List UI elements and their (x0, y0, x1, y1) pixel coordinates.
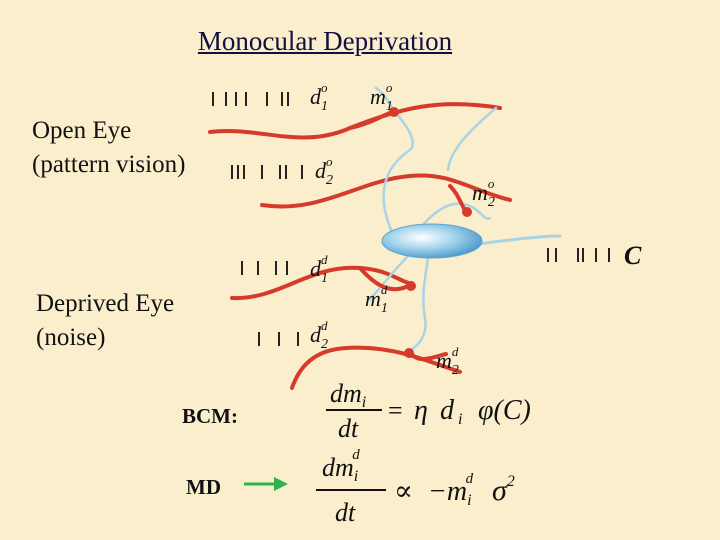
svg-text:∝: ∝ (394, 476, 413, 507)
symbol-m2o: m2o (472, 176, 495, 210)
spike-train-d2o (231, 165, 303, 179)
synapse-m1o (348, 110, 395, 130)
spike-train-d2d (258, 332, 299, 346)
axon-d2o (260, 173, 512, 209)
symbol-m1o: m1o (370, 80, 393, 114)
svg-text:dmi: dmi (330, 379, 366, 411)
synapse-dot-m1d (406, 281, 416, 291)
svg-text:σ2: σ2 (492, 473, 515, 507)
synapse-dot-m2d (404, 348, 414, 358)
dendrite-5 (446, 106, 498, 172)
dendrite-1 (374, 86, 414, 234)
symbol-m2d: m2d (436, 344, 459, 378)
deprived-eye-label-line2: (noise) (36, 324, 106, 351)
axon-d1o (208, 102, 502, 140)
symbol-d1d: d1d (310, 252, 328, 286)
page-title: Monocular Deprivation (197, 26, 453, 56)
synapse-dot-m2o (462, 207, 472, 217)
svg-text:φ(C): φ(C) (478, 395, 531, 426)
symbol-d2d: d2d (310, 318, 328, 352)
symbol-m1d: m1d (365, 282, 388, 316)
soma (381, 223, 483, 259)
spike-train-d1d (241, 261, 288, 275)
synapse-m2o (448, 184, 468, 214)
open-eye-label-line2: (pattern vision) (32, 151, 186, 178)
axon-output (476, 234, 562, 246)
open-eye-label-line1: Open Eye (32, 117, 132, 144)
svg-text:dt: dt (335, 498, 356, 527)
svg-text:dt: dt (338, 414, 359, 443)
svg-text:η: η (414, 395, 428, 426)
dendrite-3 (406, 250, 430, 354)
axon-d1d (230, 265, 414, 301)
deprived-eye-label-line1: Deprived Eye (36, 290, 175, 317)
svg-text:di: di (440, 395, 462, 428)
spike-train-d1o (212, 92, 289, 106)
open-eye-label: Open Eye (pattern vision) (32, 114, 185, 182)
svg-text:−mid: −mid (428, 471, 474, 509)
svg-text:dmid: dmid (322, 447, 360, 485)
symbol-d2o: d2o (315, 154, 333, 188)
axon-d2d (290, 345, 462, 390)
symbol-d1o: d1o (310, 80, 328, 114)
equation-md: dmid dt ∝ −mid σ2 (316, 447, 515, 527)
synapse-dot-m1o (389, 107, 399, 117)
bcm-label: BCM: (182, 404, 238, 428)
symbol-c: C (624, 241, 642, 270)
svg-text:=: = (388, 396, 403, 425)
md-label: MD (186, 475, 221, 499)
md-arrow (244, 477, 288, 491)
dendrite-4 (368, 254, 410, 302)
dendrite-2 (418, 202, 492, 230)
deprived-eye-label: Deprived Eye (noise) (36, 287, 174, 355)
spike-train-c (547, 248, 610, 262)
